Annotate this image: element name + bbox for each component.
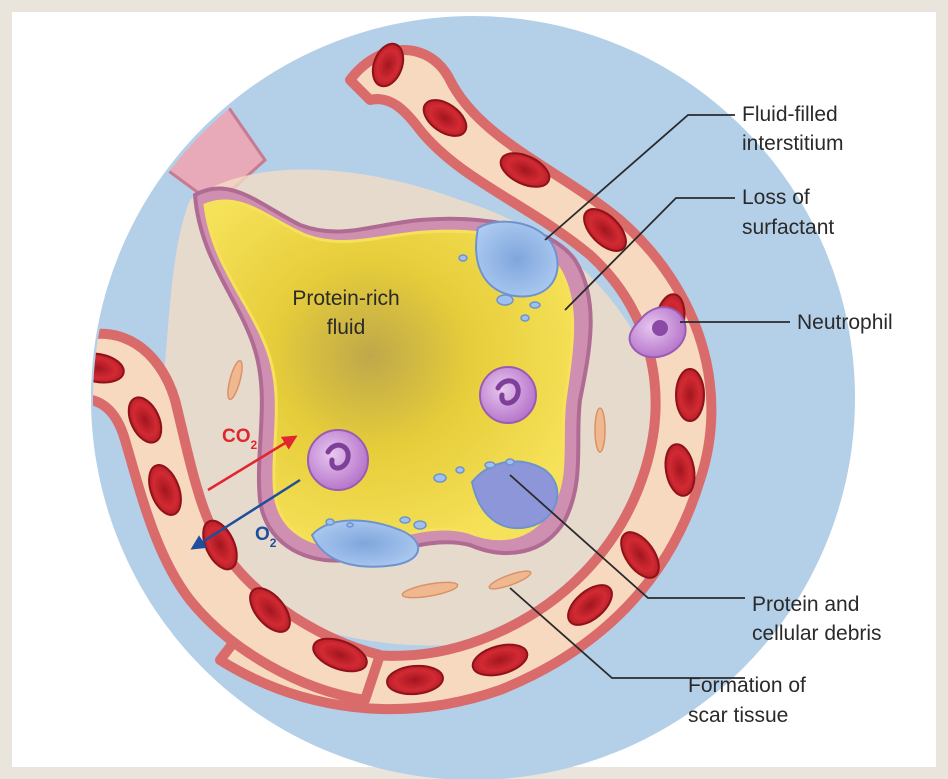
label-fluid-filled-1: Fluid-filled [742,103,838,126]
label-scar-1: Formation of [688,674,806,697]
label-scar-2: scar tissue [688,704,788,727]
label-protein-rich-2: fluid [327,316,366,339]
label-protein-rich-1: Protein-rich [292,287,399,310]
label-surfactant-1: Loss of [742,186,810,209]
label-debris-1: Protein and [752,593,859,616]
label-debris-2: cellular debris [752,622,882,645]
label-surfactant-2: surfactant [742,216,834,239]
label-neutrophil: Neutrophil [797,311,893,334]
label-fluid-filled-2: interstitium [742,132,844,155]
